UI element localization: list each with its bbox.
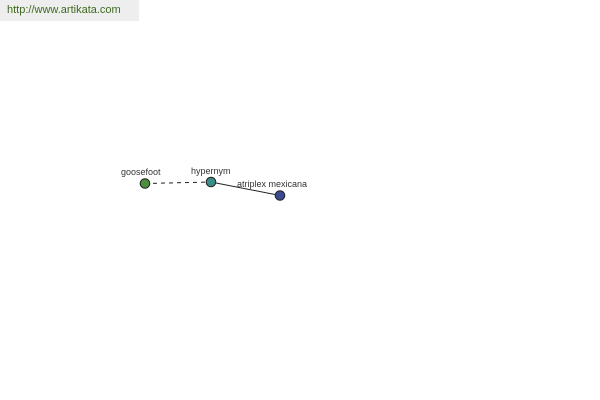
label-atriplex: atriplex mexicana [237, 179, 307, 189]
edge-hypernym-atriplex [210, 181, 281, 196]
label-hypernym: hypernym [191, 166, 231, 176]
label-goosefoot: goosefoot [121, 167, 161, 177]
edge-goosefoot-hypernym [144, 181, 212, 184]
node-atriplex[interactable] [274, 190, 286, 201]
url-link[interactable]: http://www.artikata.com [7, 4, 121, 16]
node-goosefoot[interactable] [139, 178, 151, 189]
node-hypernym[interactable] [205, 176, 217, 188]
url-banner: http://www.artikata.com [0, 0, 139, 21]
